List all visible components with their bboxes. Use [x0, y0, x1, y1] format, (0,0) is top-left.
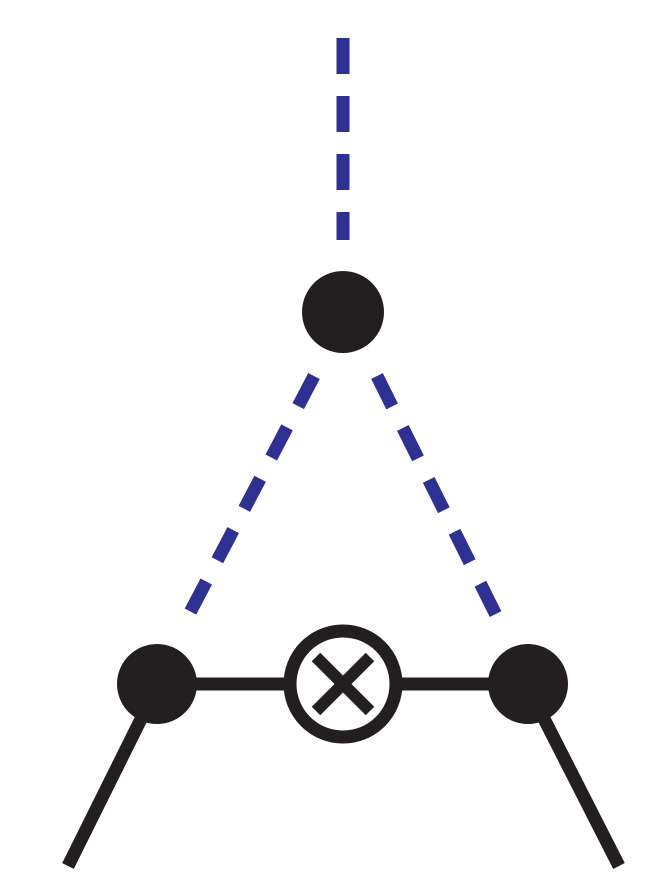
external-fermion-left-line [62, 702, 154, 869]
internal-scalar-left-line [179, 372, 320, 626]
internal-scalar-right-line [371, 373, 503, 620]
external-fermion-right-line [531, 702, 625, 869]
right-vertex-dot [488, 644, 568, 724]
insertion-cross-stroke-2 [311, 652, 375, 716]
top-vertex-dot [302, 271, 384, 353]
circled-cross-insertion [283, 624, 403, 744]
left-vertex-dot [117, 644, 197, 724]
